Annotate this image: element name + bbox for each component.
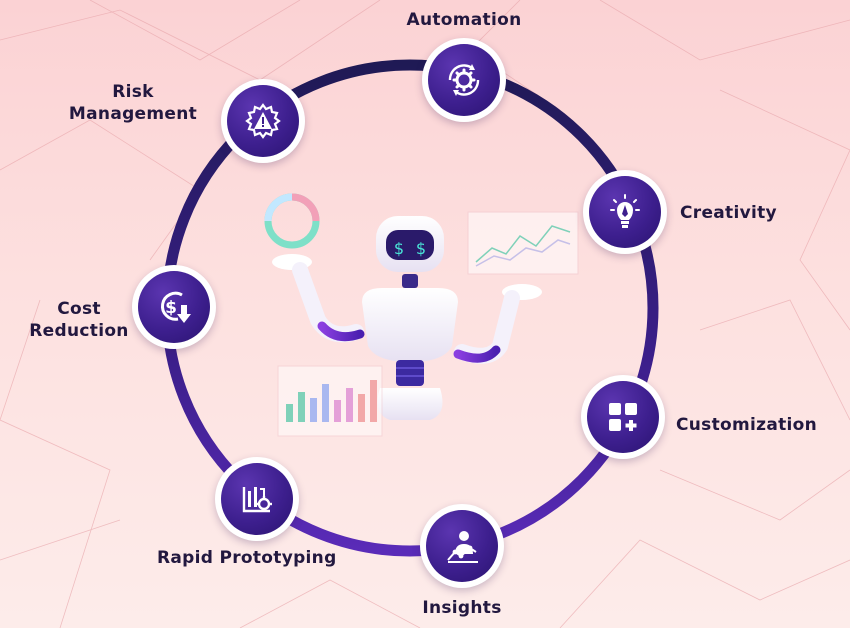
label-rapid-prototyping: Rapid Prototyping [157,548,337,568]
node-automation [422,38,506,122]
node-risk-management [221,79,305,163]
node-rapid-prototyping [215,457,299,541]
blueprint-gear-icon [242,487,272,513]
grid-plus-icon [609,403,637,431]
label-risk-management: Risk Management [56,81,210,125]
node-cost-reduction: $ [132,265,216,349]
dollar-down-icon: $ [160,291,191,323]
label-risk-management-line2: Management [68,104,198,124]
person-chart-icon [447,531,478,563]
node-creativity [583,170,667,254]
lightbulb-pen-icon [610,194,640,228]
gear-warning-icon [245,103,281,139]
label-cost-reduction-line1: Cost [57,299,101,319]
svg-text:$: $ [165,298,177,318]
label-automation: Automation [406,10,522,30]
label-cost-reduction: Cost Reduction [20,298,138,342]
node-customization [581,375,665,459]
svg-text:$: $ [394,239,404,258]
node-insights [420,504,504,588]
label-risk-management-line1: Risk [112,82,154,102]
robot-illustration: $ $ [264,193,579,437]
label-cost-reduction-line2: Reduction [29,321,129,341]
label-insights: Insights [422,598,502,618]
svg-text:$: $ [416,239,426,258]
label-creativity: Creativity [680,203,777,223]
label-customization: Customization [676,415,818,435]
gear-cycle-icon [448,64,480,96]
